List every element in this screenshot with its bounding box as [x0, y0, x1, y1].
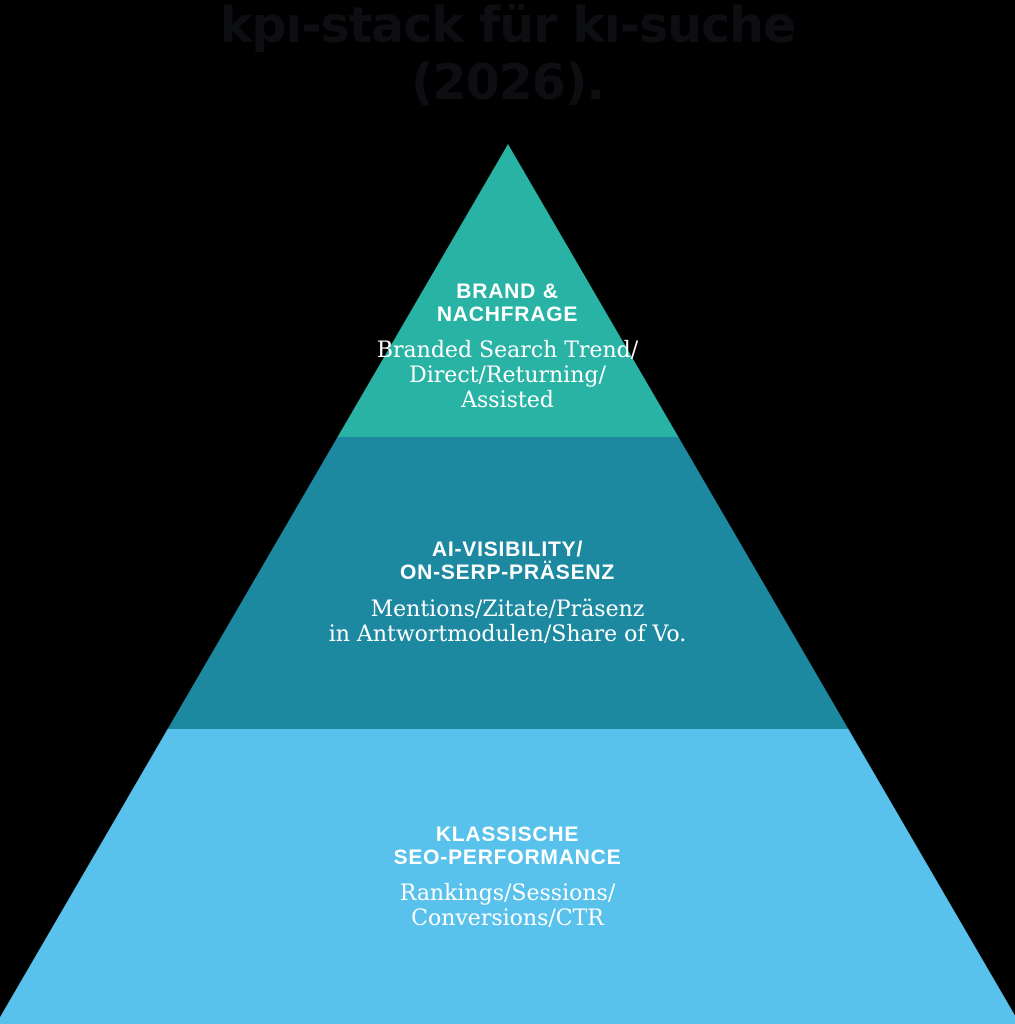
title-line-1: kpı-stack für kı-suche — [219, 0, 797, 54]
tier-klassische-seo-heading: KLASSISCHE SEO-PERFORMANCE — [393, 823, 622, 869]
title-line-2: (2026). — [411, 54, 605, 111]
pyramid-tier-middle-shape — [167, 437, 849, 729]
pyramid-tier-bottom-shape — [0, 729, 1015, 1024]
tier-ai-visibility-metrics: Mentions/Zitate/Präsenz in Antwortmodule… — [328, 597, 687, 647]
tier-klassische-seo-metrics: Rankings/Sessions/ Conversions/CTR — [399, 881, 616, 931]
tier-brand-nachfrage-metrics: Branded Search Trend/ Direct/Returning/ … — [376, 338, 639, 413]
page-title: kpı-stack für kı-suche (2026). — [0, 0, 1015, 111]
tier-brand-nachfrage-heading: BRAND & NACHFRAGE — [436, 280, 579, 326]
pyramid-tier-top-shape — [337, 144, 679, 437]
tier-ai-visibility-heading: AI-VISIBILITY/ ON-SERP-PRÄSENZ — [399, 538, 616, 584]
